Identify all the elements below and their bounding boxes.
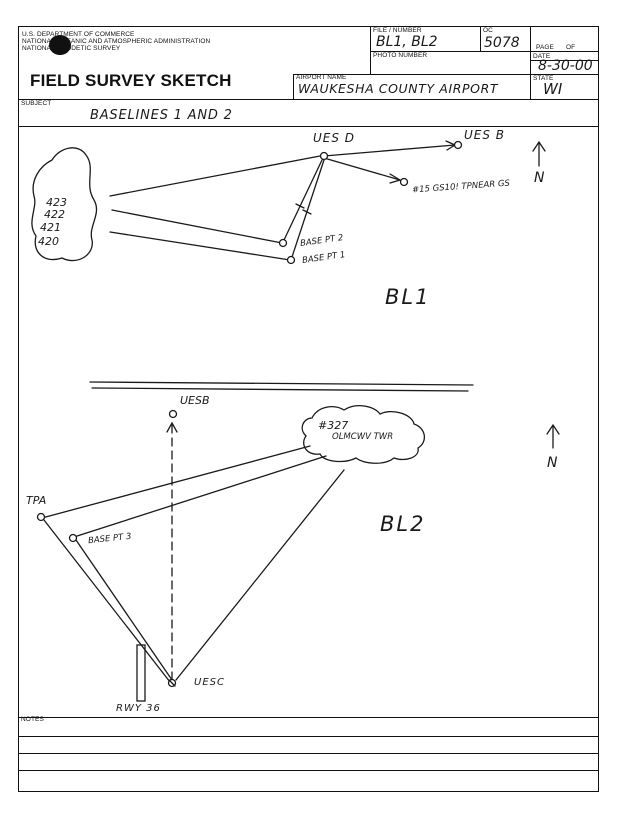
station-uesb-2-label: UESB xyxy=(180,394,210,407)
cloud-number-420: 420 xyxy=(38,235,59,248)
line-cloud-uesc xyxy=(175,469,345,681)
base2-marker xyxy=(278,238,288,248)
subject-value: BASELINES 1 AND 2 xyxy=(90,108,233,123)
header-divider-date xyxy=(530,60,599,61)
north-arrow-1-head xyxy=(532,140,546,152)
station-uesc-label: UESC xyxy=(194,677,225,688)
notes-line-1 xyxy=(18,736,599,737)
state-label: STATE xyxy=(533,75,554,82)
cloud-number-423: 423 xyxy=(46,196,67,209)
north-arrow-2-head xyxy=(546,423,560,435)
header-vline-oc xyxy=(480,26,481,51)
line-tpa-uesc xyxy=(43,519,171,683)
file-number-label: FILE / NUMBER xyxy=(373,27,422,34)
form-title: FIELD SURVEY SKETCH xyxy=(30,71,232,90)
line-uesd-base1 xyxy=(291,159,325,258)
cloud-number-422: 422 xyxy=(44,208,65,221)
station-uesd-label: UES D xyxy=(313,131,356,145)
cloud-2-number: #327 xyxy=(318,419,349,432)
north-label-1: N xyxy=(534,170,545,186)
photo-number-label: PHOTO NUMBER xyxy=(373,52,428,59)
station-uesb-marker xyxy=(453,140,463,150)
oc-label: OC xyxy=(483,27,493,34)
file-number-value: BL1, BL2 xyxy=(376,34,438,50)
airport-name-value: WAUKESHA COUNTY AIRPORT xyxy=(298,81,499,96)
base3-marker xyxy=(68,533,78,543)
sight-line-cloud-base2 xyxy=(111,209,283,244)
header-divider-bottom xyxy=(18,99,599,100)
baseline-1-label: BL1 xyxy=(385,285,431,309)
date-value: 8-30-00 xyxy=(538,58,593,74)
sight-line-cloud-uesd xyxy=(109,155,321,197)
runway-strip xyxy=(136,644,146,702)
runway-label: RWY 36 xyxy=(116,703,161,714)
subject-divider xyxy=(18,126,599,127)
date-label: DATE xyxy=(533,53,551,60)
notes-divider xyxy=(18,717,599,718)
line-base3-uesc xyxy=(75,539,173,681)
sight-line-tpa-cloud xyxy=(41,445,311,519)
airport-name-label: AIRPORT NAME xyxy=(296,74,347,81)
agency-line-1: U.S. DEPARTMENT OF COMMERCE xyxy=(22,31,135,38)
state-value: WI xyxy=(543,80,563,98)
cloud-outline-2 xyxy=(301,404,425,464)
of-label: OF xyxy=(566,44,576,51)
survey-form-frame xyxy=(18,26,599,792)
station-uesd-marker xyxy=(319,151,329,161)
line-uesd-base2 xyxy=(283,159,323,241)
header-divider-top xyxy=(370,51,599,52)
header-vline-page xyxy=(530,26,531,99)
header-divider-airport xyxy=(293,74,599,75)
station-uesb-2-marker xyxy=(168,409,178,419)
separator-line-upper xyxy=(89,381,474,386)
header-vline-airport xyxy=(293,74,294,99)
header-vline-file xyxy=(370,26,371,74)
tick-mark-1 xyxy=(295,203,305,209)
north-label-2: N xyxy=(547,455,558,471)
notes-line-3 xyxy=(18,770,599,771)
sight-line-cloud-base1 xyxy=(109,231,291,261)
cloud-outline-1 xyxy=(31,147,98,262)
sight-line-base3-cloud xyxy=(73,455,327,538)
ink-blot xyxy=(49,35,71,55)
tick-mark-2 xyxy=(302,209,312,215)
oc-value: 5078 xyxy=(484,35,520,51)
tpa-label: TPA xyxy=(26,494,47,507)
subject-label: SUBJECT xyxy=(21,100,52,107)
cloud-number-421: 421 xyxy=(40,221,61,234)
base1-marker xyxy=(286,255,296,265)
baseline-2-label: BL2 xyxy=(380,512,426,536)
agency-line-3: NATIONAL GEODETIC SURVEY xyxy=(22,45,121,52)
uesc-cross-1 xyxy=(168,679,176,687)
tpa-marker xyxy=(36,512,46,522)
agency-line-2: NATIONAL OCEANIC AND ATMOSPHERIC ADMINIS… xyxy=(22,38,211,45)
station-uesb-label: UES B xyxy=(464,128,506,142)
cloud-2-text: OLMCWV TWR xyxy=(332,432,394,442)
separator-line-lower xyxy=(91,387,469,392)
line-uesd-uesb xyxy=(323,144,456,157)
target-marker xyxy=(399,177,409,187)
notes-line-2 xyxy=(18,753,599,754)
notes-label: NOTES xyxy=(21,716,44,723)
line-uesd-target xyxy=(323,157,401,181)
arrow-head-target xyxy=(389,173,402,184)
page-label: PAGE xyxy=(536,44,554,51)
arrow-head-uesb-2 xyxy=(166,421,178,433)
